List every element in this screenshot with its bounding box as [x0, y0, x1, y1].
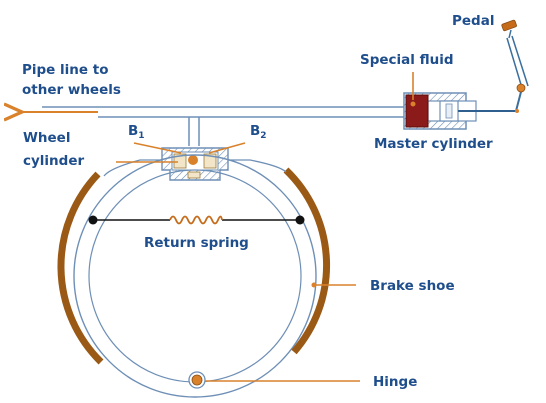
label-special-fluid: Special fluid	[360, 52, 454, 68]
pipe-line	[42, 106, 404, 118]
return-spring	[88, 215, 305, 225]
master-cylinder	[403, 92, 516, 130]
special-fluid-chamber	[405, 94, 429, 128]
shoe-webs	[103, 159, 287, 177]
spring-pivot-left	[88, 215, 98, 225]
label-pipe-line-1: Pipe line to	[22, 62, 109, 78]
label-wheel-cylinder-2: cylinder	[23, 153, 84, 169]
label-master-cylinder: Master cylinder	[374, 136, 493, 152]
pedal	[501, 19, 529, 113]
label-b1: B1	[128, 123, 145, 141]
label-b2: B2	[250, 123, 267, 141]
label-wheel-cylinder-1: Wheel	[23, 130, 70, 146]
leader-lines	[116, 72, 416, 382]
spring-pivot-right	[295, 215, 305, 225]
pedal-pad	[501, 19, 517, 32]
label-return-spring: Return spring	[144, 235, 249, 251]
label-hinge: Hinge	[373, 374, 417, 390]
brake-shoe-right	[283, 167, 331, 355]
hinge	[188, 371, 206, 389]
label-brake-shoe: Brake shoe	[370, 278, 455, 294]
label-pedal: Pedal	[452, 13, 494, 29]
label-pipe-line-2: other wheels	[22, 82, 121, 98]
brake-drum	[73, 154, 317, 398]
brake-shoe-left	[57, 171, 104, 365]
